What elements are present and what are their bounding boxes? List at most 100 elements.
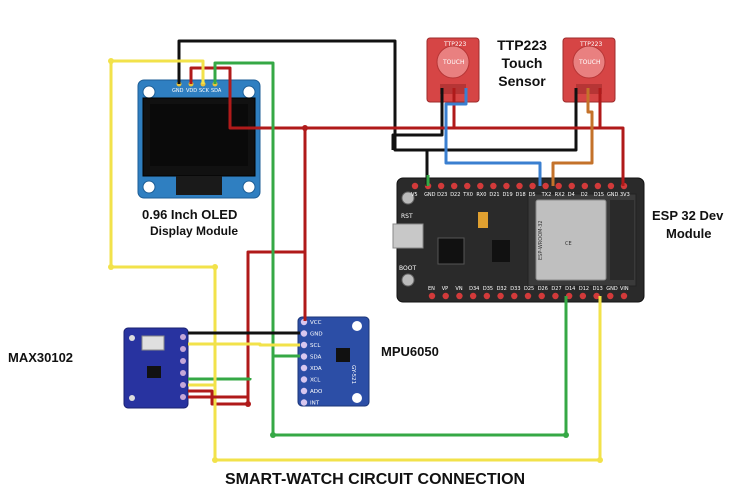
esp-pin-label: D23 xyxy=(437,192,447,198)
esp-pin-dot xyxy=(477,182,484,190)
wires xyxy=(109,39,625,462)
wire-black-touch-gnd xyxy=(391,88,444,150)
esp-pin-label: RX2 xyxy=(555,192,565,198)
esp-pin-dot xyxy=(568,182,575,190)
esp-pin-label: D25 xyxy=(524,286,534,292)
esp-pin-dot xyxy=(593,292,600,300)
esp-pin-dot xyxy=(490,182,497,190)
oled-pin-labels: GND VDD SCK SDA xyxy=(172,88,222,94)
mpu-board-label: GY-521 xyxy=(350,365,356,384)
esp-pin-label: EN xyxy=(428,286,435,292)
oled-title-label: 0.96 Inch OLED xyxy=(142,207,238,222)
diagram-title: SMART-WATCH CIRCUIT CONNECTION xyxy=(224,471,526,488)
esp-pin-label: D18 xyxy=(516,192,526,198)
esp-pin-dot xyxy=(456,292,463,300)
esp-pin-label: V5 xyxy=(411,192,418,198)
wire-yellow-scl-oled xyxy=(109,59,602,462)
mpu-pin-label: XDA xyxy=(310,366,322,372)
esp-pin-dot xyxy=(524,292,532,300)
esp-pin-dot xyxy=(552,292,559,300)
esp-label-line1: ESP 32 Dev xyxy=(652,208,724,223)
esp-pin-dot xyxy=(620,292,628,300)
esp-pin-label: GND xyxy=(607,192,619,198)
mpu-pin-column: VCC GND SCL SDA XDA XCL ADO INT GY-521 xyxy=(300,318,356,407)
esp-pin-label: GND xyxy=(606,286,618,292)
esp-pin-label: D12 xyxy=(579,286,589,292)
esp-pin-label: D26 xyxy=(538,286,548,292)
esp-pin-label: TX0 xyxy=(462,192,473,198)
esp-pin-dot xyxy=(442,292,449,300)
mpu-pin-dot xyxy=(300,353,308,360)
esp-pin-dot xyxy=(469,292,477,300)
mpu-pin-label: SDA xyxy=(310,355,322,361)
esp-pin-label: D21 xyxy=(489,192,499,198)
wire-green-sda xyxy=(213,61,300,358)
oled-pin-sck: SCK xyxy=(199,88,210,94)
touch-sensor-1: TTP223 TOUCH xyxy=(426,37,480,103)
mpu-pin-dot xyxy=(300,399,308,406)
esp-pin-dot xyxy=(516,182,523,190)
esp-pin-dot xyxy=(538,292,545,300)
oled-subtitle-label: Display Module xyxy=(150,224,239,238)
touch-label-line2: Touch xyxy=(501,55,543,71)
mpu-pin-label: VCC xyxy=(310,320,322,326)
esp-pin-dot xyxy=(607,292,614,300)
mpu-pin-label: INT xyxy=(310,401,320,407)
esp-pin-label: VIN xyxy=(620,286,629,292)
esp-pin-dot xyxy=(428,292,436,300)
mpu6050-module: VCC GND SCL SDA XDA XCL ADO INT GY-521 xyxy=(297,316,370,407)
mpu-pin-label: GND xyxy=(310,332,323,338)
wire-green-esp xyxy=(271,296,568,437)
mpu-pin-label: SCL xyxy=(310,343,321,349)
touch1-header: TTP223 xyxy=(443,41,466,48)
esp-pin-label: D15 xyxy=(594,192,604,198)
esp-pin-dot xyxy=(542,182,549,190)
touch2-label: TOUCH xyxy=(578,59,600,66)
esp-pin-label: D14 xyxy=(565,286,575,292)
esp-label-line2: Module xyxy=(666,226,712,241)
esp-pin-label: D5 xyxy=(529,192,536,198)
touch-sensor-label: TTP223 Touch Sensor xyxy=(487,36,557,90)
esp-rst-label: RST xyxy=(401,213,413,220)
esp-pin-dot xyxy=(503,182,510,190)
esp-pin-label: VP xyxy=(442,286,448,292)
esp-pin-dot xyxy=(511,292,518,300)
esp-pin-label: D32 xyxy=(497,286,507,292)
esp-pin-dot xyxy=(483,292,491,300)
mpu-pin-dot xyxy=(300,330,308,337)
esp-pin-dot xyxy=(464,182,471,190)
esp-pin-label: D13 xyxy=(593,286,603,292)
esp-pin-label: GND xyxy=(424,192,436,198)
mpu-pin-label: XCL xyxy=(310,378,321,384)
esp-pin-dot xyxy=(579,292,587,300)
max30102-module xyxy=(123,327,189,409)
max30102-label: MAX30102 xyxy=(8,350,74,365)
touch1-label: TOUCH xyxy=(442,59,464,66)
esp-pin-label: 3V3 xyxy=(620,192,630,198)
touch-sensor-2: TTP223 TOUCH xyxy=(562,37,616,103)
esp-pin-label: D34 xyxy=(469,286,479,292)
wire-yellow-mpu xyxy=(188,342,300,347)
esp-label: ESP 32 Dev Module xyxy=(652,207,723,243)
mpu6050-label: MPU6050 xyxy=(381,344,439,359)
oled-pin-sda: SDA xyxy=(211,88,222,94)
esp-ce-mark: CE xyxy=(565,241,572,247)
esp-pin-dot xyxy=(555,182,562,190)
esp-pin-dot xyxy=(581,182,589,190)
esp-pin-dot xyxy=(607,182,615,190)
mpu-pin-dot xyxy=(300,376,308,383)
oled-pin-vdd: VDD xyxy=(186,88,197,94)
esp-pin-dot xyxy=(437,182,445,190)
mpu-pin-label: ADO xyxy=(310,389,323,395)
connection-dots xyxy=(108,58,603,463)
esp-pin-label: D27 xyxy=(551,286,561,292)
wire-blue-touch1 xyxy=(444,88,542,186)
esp-pin-label: D4 xyxy=(568,192,575,198)
esp-boot-label: BOOT xyxy=(399,265,416,272)
esp-pin-dot xyxy=(411,182,419,190)
esp-pin-dot xyxy=(450,182,458,190)
wire-orange-touch2 xyxy=(551,88,594,186)
